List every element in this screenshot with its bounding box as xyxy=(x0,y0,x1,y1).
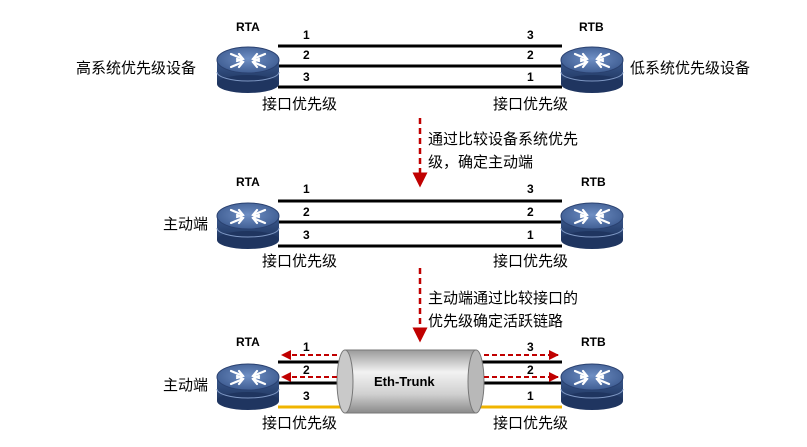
step1-note: 通过比较设备系统优先 级，确定主动端 xyxy=(428,128,578,174)
panel1-rta-port-2: 2 xyxy=(303,48,310,62)
panel1-rtb-port-2: 2 xyxy=(527,48,534,62)
panel2-rta-port-3: 3 xyxy=(303,228,310,242)
panel3-rtb-port-1: 1 xyxy=(527,389,534,403)
panel3-rta-label: RTA xyxy=(236,335,260,349)
high-priority-device-label: 高系统优先级设备 xyxy=(76,59,197,77)
panel3-rtb-port-priority-label: 接口优先级 xyxy=(493,414,569,432)
panel3-rta-port-1: 1 xyxy=(303,340,310,354)
panel1-rta-port-1: 1 xyxy=(303,28,310,42)
panel2-links xyxy=(278,199,562,248)
panel2-rtb-port-1: 1 xyxy=(527,228,534,242)
panel1-links xyxy=(278,44,562,89)
panel3-rtb-port-2: 2 xyxy=(527,363,534,377)
step2-note-line1: 主动端通过比较接口的 xyxy=(428,289,579,307)
panel1-rtb-label: RTB xyxy=(579,20,604,34)
panel2-rtb-label: RTB xyxy=(581,175,606,189)
panel2-rta-port-2: 2 xyxy=(303,205,310,219)
panel1-rta-port-priority-label: 接口优先级 xyxy=(262,95,338,113)
panel3-rtb-port-3: 3 xyxy=(527,340,534,354)
panel3-rtb-router-icon xyxy=(559,362,625,412)
step1-note-line1: 通过比较设备系统优先 xyxy=(428,130,579,148)
step1-note-line2: 级，确定主动端 xyxy=(428,153,534,171)
low-priority-device-label: 低系统优先级设备 xyxy=(630,59,751,77)
panel2-rta-router-icon xyxy=(215,201,281,251)
panel1-rtb-port-3: 3 xyxy=(527,28,534,42)
panel2-rta-label: RTA xyxy=(236,175,260,189)
panel3-active-end-label: 主动端 xyxy=(163,376,209,394)
panel2-active-end-label: 主动端 xyxy=(163,215,209,233)
step2-note-line2: 优先级确定活跃链路 xyxy=(428,312,564,330)
panel2-rta-port-priority-label: 接口优先级 xyxy=(262,252,338,270)
panel1-rta-port-3: 3 xyxy=(303,70,310,84)
panel3-rta-port-2: 2 xyxy=(303,363,310,377)
panel1-rtb-router-icon xyxy=(559,45,625,95)
panel1-rta-label: RTA xyxy=(236,20,260,34)
panel2-rta-port-1: 1 xyxy=(303,182,310,196)
panel1-rta-router-icon xyxy=(215,45,281,95)
panel3-rta-port-priority-label: 接口优先级 xyxy=(262,414,338,432)
active-link-arrows xyxy=(281,350,559,382)
panel2-rtb-port-priority-label: 接口优先级 xyxy=(493,252,569,270)
step2-note: 主动端通过比较接口的 优先级确定活跃链路 xyxy=(428,287,578,333)
panel1-rtb-port-priority-label: 接口优先级 xyxy=(493,95,569,113)
panel2-rtb-port-2: 2 xyxy=(527,205,534,219)
panel2-rtb-port-3: 3 xyxy=(527,182,534,196)
panel1-rtb-port-1: 1 xyxy=(527,70,534,84)
panel3-rtb-label: RTB xyxy=(581,335,606,349)
eth-trunk-label: Eth-Trunk xyxy=(374,374,435,389)
panel3-rta-router-icon xyxy=(215,362,281,412)
panel2-rtb-router-icon xyxy=(559,201,625,251)
panel3-rta-port-3: 3 xyxy=(303,389,310,403)
eth-trunk-cylinder-icon xyxy=(336,349,485,414)
